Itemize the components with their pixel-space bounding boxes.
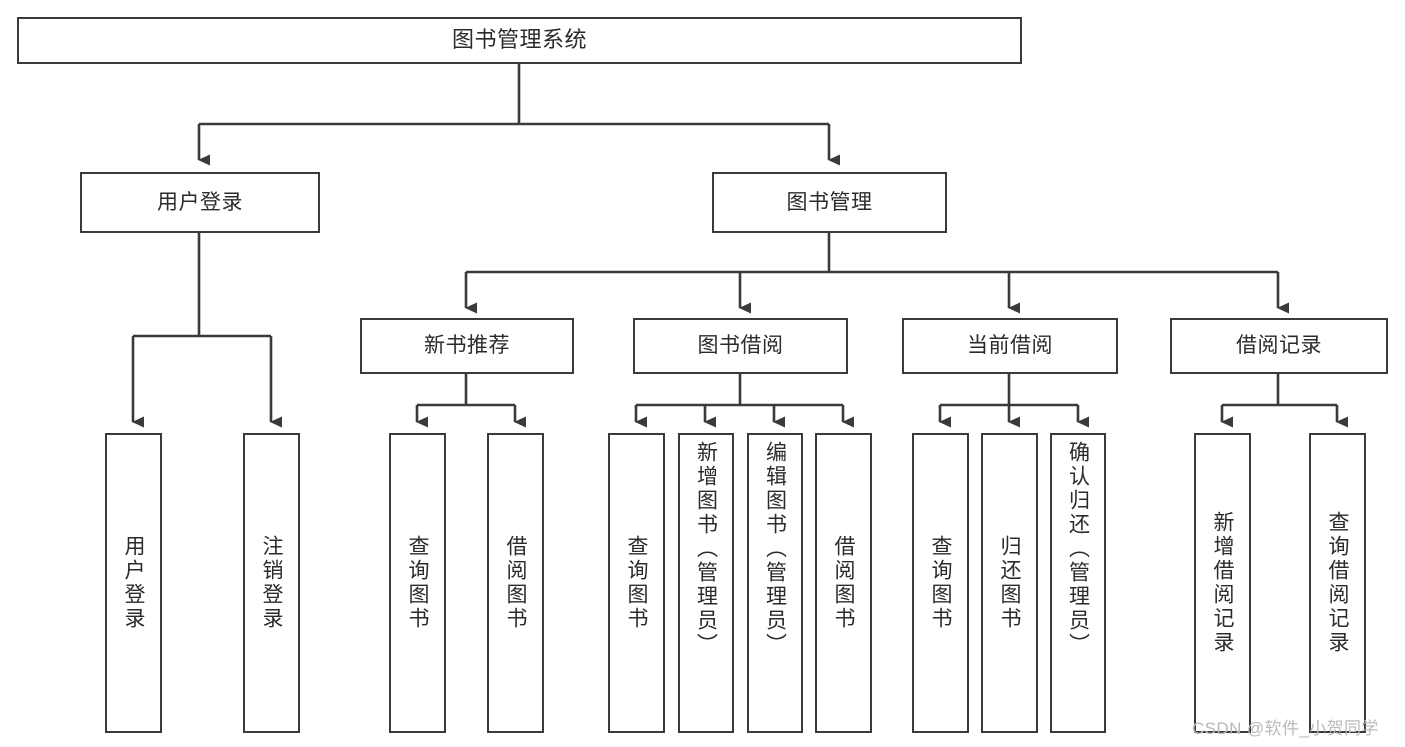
leaf-add-book-label: 新增图书（管理员） (694, 441, 718, 657)
node-current-borrow[interactable]: 当前借阅 (902, 318, 1118, 374)
leaf-borrow-book-1-label: 借阅图书 (504, 535, 527, 631)
leaf-query-book-2-label: 查询图书 (625, 535, 648, 631)
node-borrow-record[interactable]: 借阅记录 (1170, 318, 1388, 374)
leaf-query-book-2[interactable]: 查询图书 (608, 433, 665, 733)
leaf-query-book-3[interactable]: 查询图书 (912, 433, 969, 733)
node-book-borrow-label: 图书借阅 (697, 334, 784, 358)
leaf-query-book-1[interactable]: 查询图书 (389, 433, 446, 733)
leaf-borrow-book-2-label: 借阅图书 (832, 535, 855, 631)
node-book-borrow[interactable]: 图书借阅 (633, 318, 848, 374)
leaf-logout[interactable]: 注销登录 (243, 433, 300, 733)
leaf-borrow-book-1[interactable]: 借阅图书 (487, 433, 544, 733)
leaf-query-book-3-label: 查询图书 (929, 535, 952, 631)
leaf-user-login[interactable]: 用户登录 (105, 433, 162, 733)
leaf-edit-book[interactable]: 编辑图书（管理员） (747, 433, 803, 733)
leaf-user-login-label: 用户登录 (122, 535, 145, 631)
node-user-login-label: 用户登录 (157, 190, 243, 214)
node-new-book-recommend[interactable]: 新书推荐 (360, 318, 574, 374)
watermark: CSDN @软件_小贺同学 (1192, 719, 1379, 738)
node-borrow-record-label: 借阅记录 (1236, 334, 1322, 358)
leaf-query-record-label: 查询借阅记录 (1326, 511, 1349, 655)
node-book-management[interactable]: 图书管理 (712, 172, 947, 233)
leaf-edit-book-label: 编辑图书（管理员） (763, 441, 787, 657)
node-root[interactable]: 图书管理系统 (17, 17, 1022, 64)
leaf-logout-label: 注销登录 (260, 535, 283, 631)
node-new-book-recommend-label: 新书推荐 (424, 334, 510, 358)
node-current-borrow-label: 当前借阅 (967, 334, 1053, 358)
node-root-label: 图书管理系统 (451, 27, 587, 53)
leaf-confirm-return-label: 确认归还（管理员） (1066, 441, 1090, 657)
leaf-add-record[interactable]: 新增借阅记录 (1194, 433, 1251, 733)
leaf-add-book[interactable]: 新增图书（管理员） (678, 433, 734, 733)
leaf-borrow-book-2[interactable]: 借阅图书 (815, 433, 872, 733)
leaf-return-book[interactable]: 归还图书 (981, 433, 1038, 733)
leaf-query-book-1-label: 查询图书 (406, 535, 429, 631)
leaf-add-record-label: 新增借阅记录 (1211, 511, 1234, 655)
node-book-management-label: 图书管理 (786, 190, 873, 214)
leaf-query-record[interactable]: 查询借阅记录 (1309, 433, 1366, 733)
node-user-login[interactable]: 用户登录 (80, 172, 320, 233)
leaf-return-book-label: 归还图书 (998, 535, 1021, 631)
leaf-confirm-return[interactable]: 确认归还（管理员） (1050, 433, 1106, 733)
